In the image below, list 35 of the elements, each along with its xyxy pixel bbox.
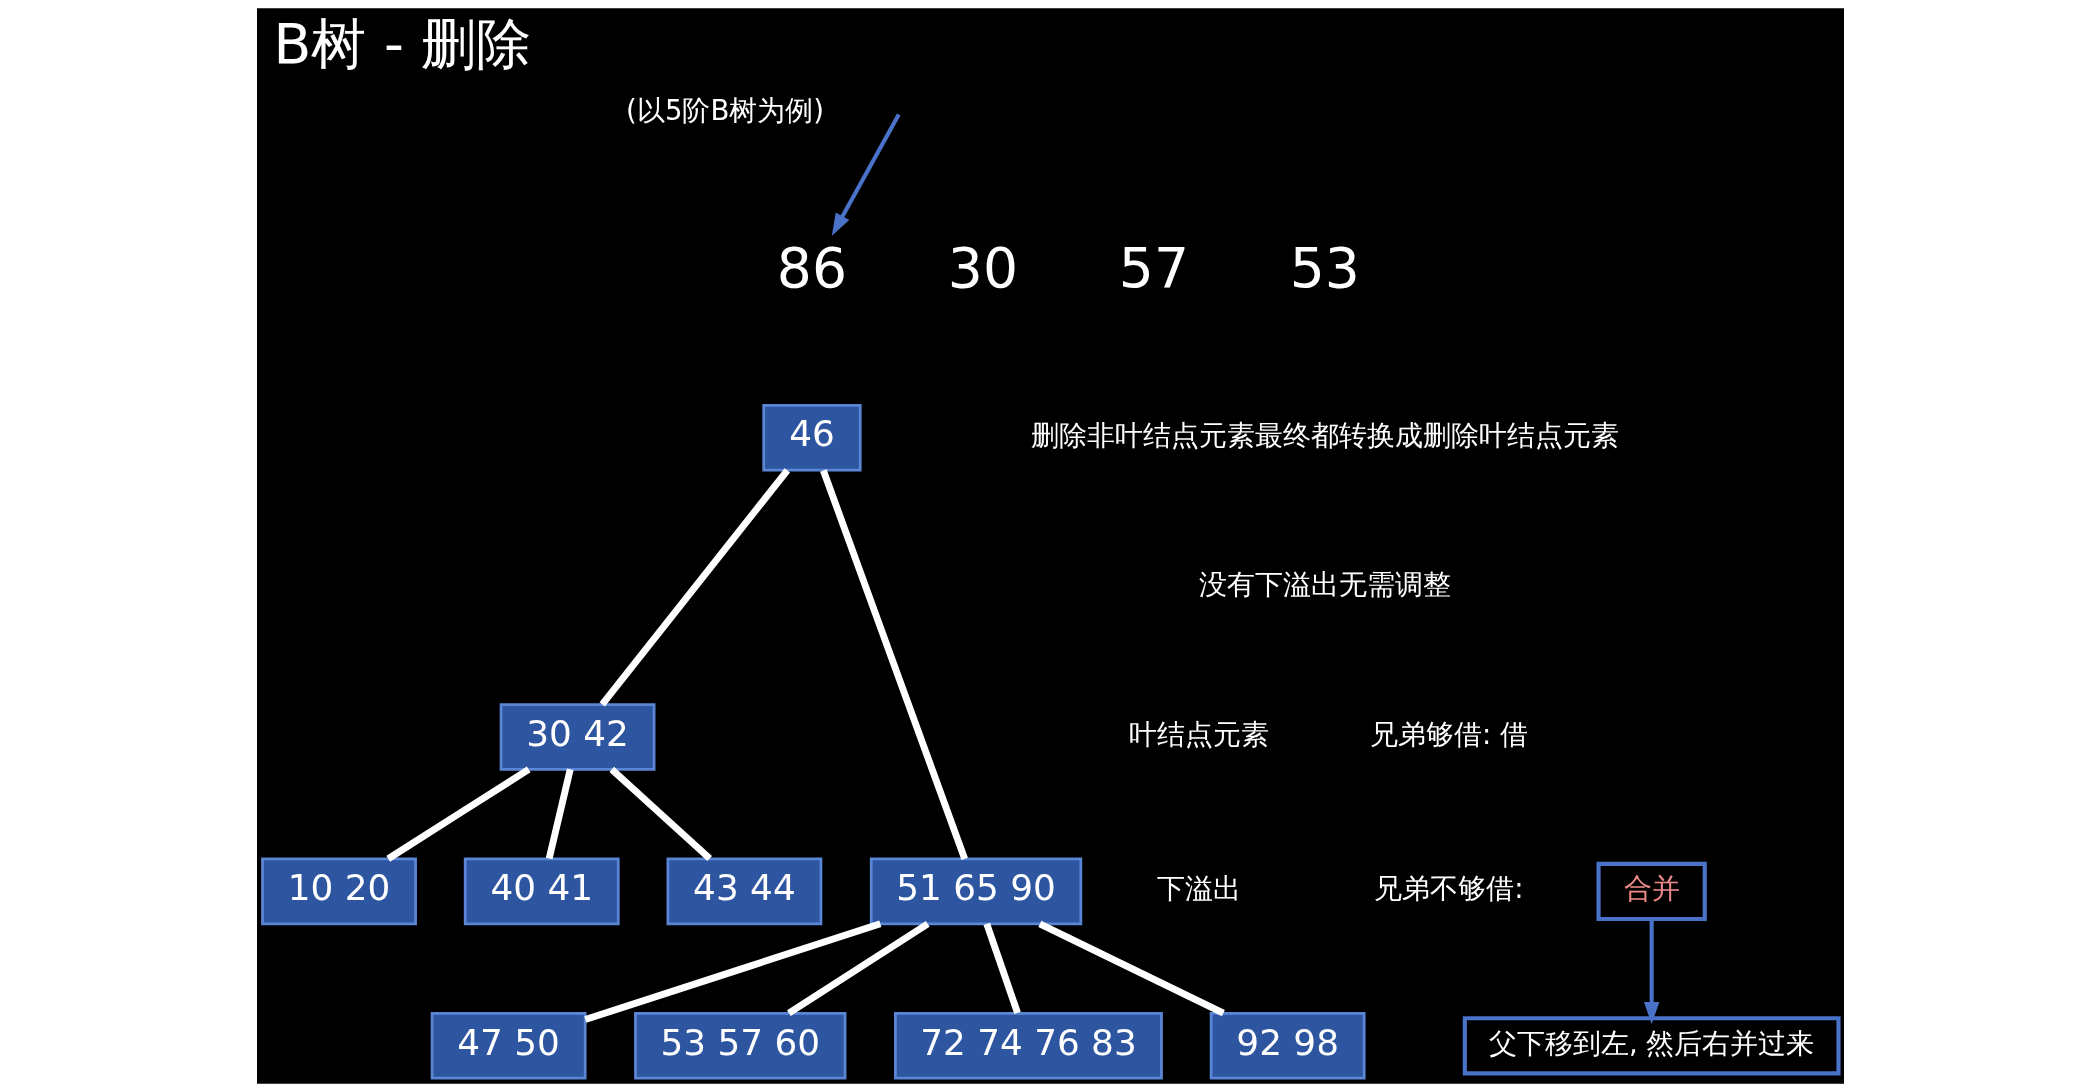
connector bbox=[983, 922, 1021, 1015]
node-box: 46 bbox=[761, 404, 862, 472]
node-box: 53 57 60 bbox=[633, 1012, 846, 1080]
node-box: 合并 bbox=[1596, 861, 1707, 922]
label: 删除非叶结点元素最终都转换成删除叶结点元素 bbox=[1030, 418, 1619, 452]
node-box: 51 65 90 bbox=[869, 857, 1082, 926]
connector bbox=[608, 766, 712, 862]
node-box: 92 98 bbox=[1209, 1012, 1366, 1080]
connector bbox=[583, 920, 881, 1023]
node-box: 72 74 76 83 bbox=[893, 1012, 1163, 1080]
label: 30 bbox=[947, 235, 1018, 300]
label: 没有下溢出无需调整 bbox=[1198, 568, 1451, 602]
node-box: 40 41 bbox=[463, 857, 620, 926]
label: 57 bbox=[1118, 235, 1189, 300]
node-box: 10 20 bbox=[260, 857, 417, 926]
node-box: 30 42 bbox=[499, 703, 655, 771]
connector bbox=[545, 768, 574, 860]
node-text: 86 bbox=[776, 235, 847, 300]
arrow bbox=[831, 113, 901, 236]
node-box: 43 44 bbox=[666, 857, 822, 926]
arrow bbox=[1643, 919, 1659, 1025]
node-box: 47 50 bbox=[430, 1012, 587, 1080]
diagram-title: B树 - 删除 bbox=[273, 12, 531, 77]
connector bbox=[599, 468, 790, 707]
connector bbox=[385, 766, 531, 862]
label: 53 bbox=[1289, 235, 1360, 300]
connector bbox=[1037, 920, 1225, 1017]
label: 下溢出 bbox=[1156, 872, 1241, 906]
connector bbox=[786, 920, 930, 1017]
label: 叶结点元素 bbox=[1128, 717, 1269, 751]
connector bbox=[819, 469, 968, 861]
label: (以5阶B树为例) bbox=[625, 93, 824, 127]
label: 兄弟够借: 借 bbox=[1369, 717, 1528, 751]
label: 兄弟不够借: bbox=[1373, 872, 1524, 906]
node-box: 父下移到左, 然后右并过来 bbox=[1462, 1016, 1841, 1076]
